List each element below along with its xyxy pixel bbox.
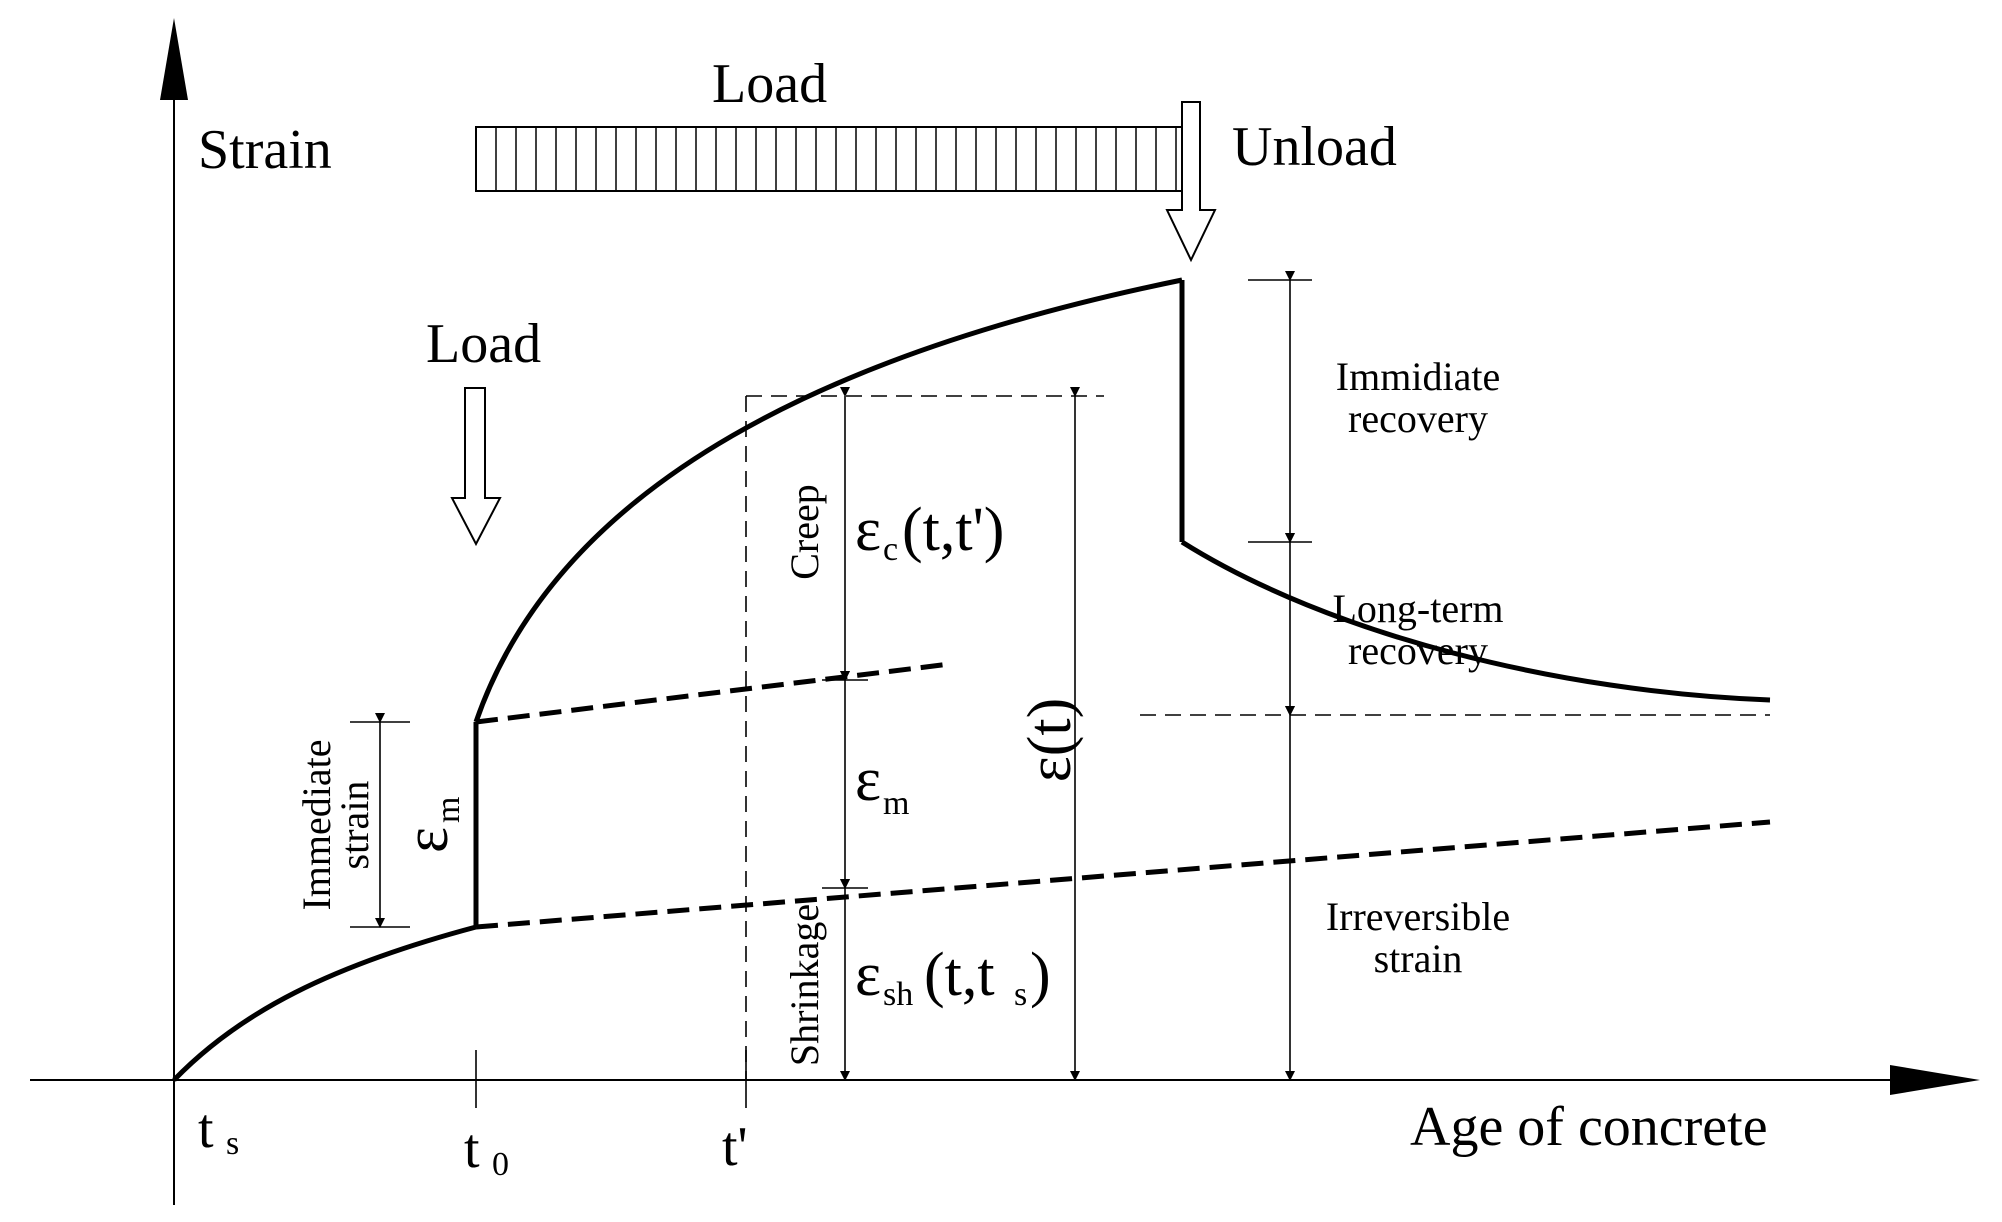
svg-text:ε: ε (855, 941, 881, 1009)
creep-curve (473, 277, 1183, 723)
svg-text:m: m (883, 785, 909, 822)
svg-text:sh: sh (883, 976, 913, 1013)
unload-label: Unload (1232, 116, 1397, 178)
x-axis-label: Age of concrete (1410, 1096, 1768, 1158)
x-axis (30, 1065, 1980, 1095)
svg-text:recovery: recovery (1348, 628, 1488, 673)
svg-text:Long-term: Long-term (1332, 586, 1503, 631)
shrinkage-dashed-line (475, 819, 1771, 930)
svg-text:t: t (464, 1118, 480, 1180)
load-arrow-label: Load (426, 313, 541, 375)
tick-label-t0: t 0 (464, 1118, 509, 1183)
svg-text:(t,t'): (t,t') (902, 496, 1004, 564)
shrinkage-curve-before-load (172, 924, 477, 1082)
eps-sh-label: ε sh (t,t s ) (855, 941, 1051, 1013)
y-axis (160, 18, 188, 1205)
svg-text:): ) (1030, 941, 1051, 1009)
creep-label: Creep (782, 484, 827, 580)
immediate-strain-label: Immediate strain (294, 739, 377, 910)
svg-text:m: m (430, 797, 467, 823)
svg-text:t: t (198, 1098, 214, 1160)
load-arrow-icon (450, 387, 502, 547)
immediate-recovery-label: Immidiate recovery (1336, 354, 1500, 441)
svg-text:ε: ε (855, 496, 881, 564)
irreversible-strain-label: Irreversible strain (1326, 894, 1510, 981)
eps-m-label: ε m (855, 746, 909, 822)
svg-text:Irreversible: Irreversible (1326, 894, 1510, 939)
immediate-strain-dimension (350, 713, 410, 928)
svg-text:ε: ε (393, 827, 461, 853)
svg-text:0: 0 (492, 1146, 509, 1183)
load-bar-label: Load (712, 53, 827, 115)
svg-text:(t,t: (t,t (924, 941, 995, 1009)
svg-text:ε: ε (855, 746, 881, 814)
svg-text:s: s (1014, 976, 1027, 1013)
svg-text:recovery: recovery (1348, 396, 1488, 441)
svg-text:s: s (226, 1125, 239, 1162)
svg-text:Immidiate: Immidiate (1336, 354, 1500, 399)
total-strain-label: ε(t) (1016, 698, 1084, 783)
eps-c-label: ε c (t,t') (855, 496, 1004, 568)
long-term-recovery-curve (1180, 539, 1771, 703)
elastic-strain-dashed-line (475, 661, 951, 725)
svg-text:strain: strain (332, 781, 377, 870)
svg-text:c: c (883, 531, 898, 568)
tick-label-ts: t s (198, 1098, 239, 1162)
svg-text:strain: strain (1374, 936, 1463, 981)
long-term-recovery-label: Long-term recovery (1332, 586, 1503, 673)
y-axis-label: Strain (198, 119, 332, 181)
load-bar (475, 126, 1185, 192)
shrinkage-label: Shrinkage (782, 904, 827, 1066)
eps-m-rotated-symbol: ε m (393, 797, 467, 853)
tick-label-tprime: t' (722, 1116, 748, 1178)
unload-arrow-icon (1165, 101, 1217, 263)
svg-text:Immediate: Immediate (294, 739, 339, 910)
